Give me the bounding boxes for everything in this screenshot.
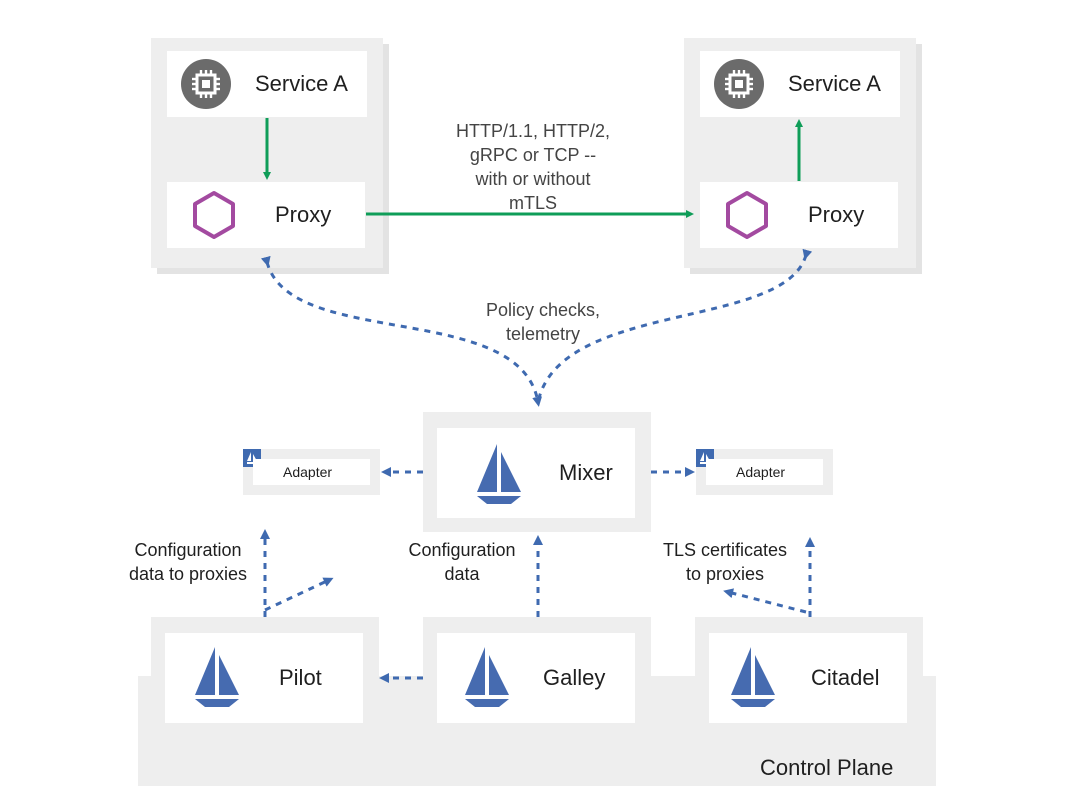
mixer-panel: Mixer	[423, 412, 651, 532]
chip-icon	[181, 59, 231, 109]
citadel-card: Citadel	[709, 633, 907, 723]
proxy-left-card: Proxy	[167, 182, 365, 248]
pilot-panel: Pilot	[151, 617, 379, 737]
proxy-right-label: Proxy	[808, 202, 865, 227]
chip-icon	[714, 59, 764, 109]
service-right-card: Service A	[700, 51, 900, 117]
mixer-card: Mixer	[437, 428, 635, 518]
adapter-right-card: Adapter	[706, 459, 823, 485]
tls-note: TLS certificates to proxies	[662, 540, 788, 584]
arrow-pilot-diagonal	[264, 577, 334, 612]
adapter-left-panel: Adapter	[243, 449, 380, 495]
config-proxies-note: Configuration data to proxies	[128, 540, 248, 584]
galley-card: Galley	[437, 633, 635, 723]
adapter-right-panel: Adapter	[696, 449, 833, 495]
service-left-name: Service A	[255, 71, 348, 96]
sailboat-icon	[461, 645, 513, 711]
adapter-left-card: Adapter	[253, 459, 370, 485]
pilot-label: Pilot	[279, 665, 322, 690]
service-left-panel: Service A Proxy	[151, 38, 383, 268]
galley-panel: Galley	[423, 617, 651, 737]
mixer-label: Mixer	[559, 460, 613, 485]
hexagon-icon	[189, 190, 239, 240]
sailboat-icon	[473, 442, 525, 508]
sailboat-icon	[191, 645, 243, 711]
adapter-right-label: Adapter	[736, 464, 786, 480]
proxy-right-card: Proxy	[700, 182, 898, 248]
hexagon-icon	[722, 190, 772, 240]
arrow-citadel-diagonal	[723, 588, 807, 614]
config-data-note: Configuration data	[408, 540, 516, 584]
pilot-card: Pilot	[165, 633, 363, 723]
control-plane-label: Control Plane	[760, 755, 894, 780]
arrow-proxy-right-mixer	[536, 248, 813, 403]
adapter-left-label: Adapter	[283, 464, 333, 480]
sailboat-icon	[727, 645, 779, 711]
citadel-label: Citadel	[811, 665, 880, 690]
service-left-card: Service A	[167, 51, 367, 117]
galley-label: Galley	[543, 665, 606, 690]
service-right-name: Service A	[788, 71, 881, 96]
proxy-left-label: Proxy	[275, 202, 332, 227]
protocols-note: HTTP/1.1, HTTP/2, gRPC or TCP -- with or…	[455, 121, 611, 213]
citadel-panel: Citadel	[695, 617, 923, 737]
arrow-proxy-left-mixer	[260, 255, 543, 407]
